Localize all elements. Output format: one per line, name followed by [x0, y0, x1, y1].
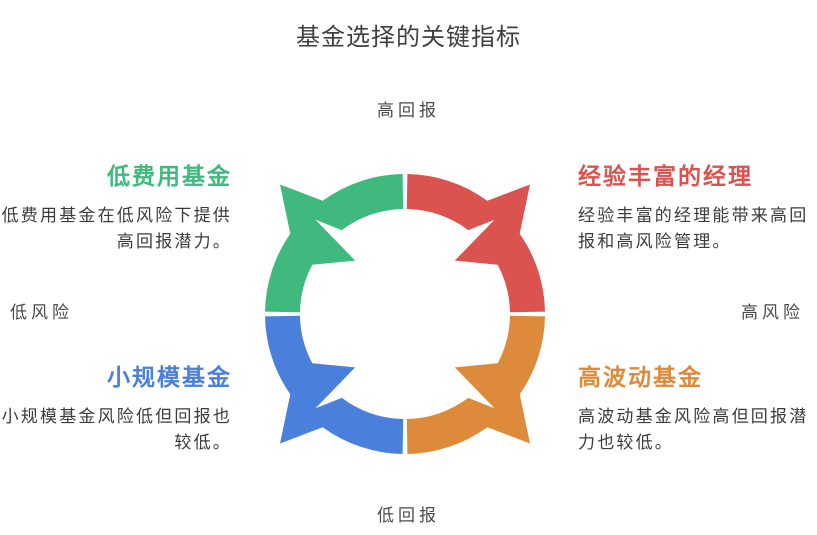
quadrant-arrow-bottom-right-icon — [406, 315, 545, 454]
axis-label-low-risk: 低风险 — [10, 303, 73, 322]
quadrant-arrow-top-right-icon — [406, 174, 545, 313]
quadrant-heading: 小规模基金 — [107, 364, 232, 390]
quadrant-heading: 低费用基金 — [107, 163, 232, 189]
axis-label-high-risk: 高风险 — [741, 303, 804, 322]
cycle-diagram — [265, 174, 545, 454]
quadrant-block-experienced-manager: 经验丰富的经理 经验丰富的经理能带来高回 报和高风险管理。 — [578, 163, 816, 255]
quadrant-body: 小规模基金风险低但回报也 较低。 — [1, 407, 232, 452]
quadrant-heading: 高波动基金 — [578, 364, 703, 390]
axis-label-low-return: 低回报 — [377, 506, 440, 525]
quadrant-body: 低费用基金在低风险下提供 高回报潜力。 — [1, 206, 232, 251]
page-title: 基金选择的关键指标 — [296, 24, 521, 51]
quadrant-arrow-top-left-icon — [265, 174, 404, 313]
quadrant-arrow-bottom-left-icon — [265, 315, 404, 454]
quadrant-block-high-volatility-fund: 高波动基金 高波动基金风险高但回报潜 力也较低。 — [578, 364, 816, 456]
axis-label-high-return: 高回报 — [377, 101, 440, 120]
quadrant-heading: 经验丰富的经理 — [578, 163, 753, 189]
quadrant-block-small-fund: 小规模基金 小规模基金风险低但回报也 较低。 — [0, 364, 232, 456]
quadrant-body: 经验丰富的经理能带来高回 报和高风险管理。 — [578, 206, 809, 251]
quadrant-block-low-fee-fund: 低费用基金 低费用基金在低风险下提供 高回报潜力。 — [0, 163, 232, 255]
quadrant-body: 高波动基金风险高但回报潜 力也较低。 — [578, 407, 809, 452]
